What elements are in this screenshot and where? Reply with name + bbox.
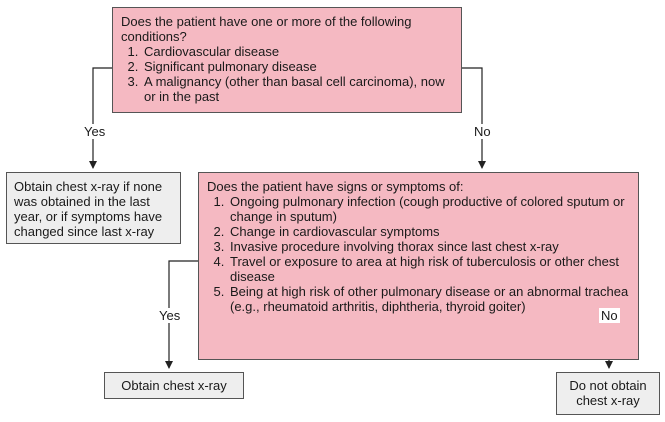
second-yes-label: Yes bbox=[157, 308, 183, 323]
list-item: Being at high risk of other pulmonary di… bbox=[228, 284, 630, 314]
second-yes-connector bbox=[165, 260, 198, 369]
second-question-prompt: Does the patient have signs or symptoms … bbox=[207, 179, 464, 194]
second-question-box: Does the patient have signs or symptoms … bbox=[198, 172, 639, 360]
top-yes-label: Yes bbox=[82, 124, 108, 139]
yes-outcome-text: Obtain chest x-ray bbox=[121, 378, 227, 393]
left-outcome-text: Obtain chest x-ray if none was obtained … bbox=[14, 179, 163, 239]
left-outcome-box: Obtain chest x-ray if none was obtained … bbox=[6, 172, 181, 244]
list-item: Change in cardiovascular symptoms bbox=[228, 224, 630, 239]
yes-outcome-box: Obtain chest x-ray bbox=[104, 372, 244, 399]
no-outcome-box: Do not obtain chest x-ray bbox=[556, 372, 660, 415]
list-item: Cardiovascular disease bbox=[142, 44, 453, 59]
second-no-label: No bbox=[599, 308, 620, 323]
top-no-connector bbox=[462, 67, 486, 169]
list-item: Travel or exposure to area at high risk … bbox=[228, 254, 630, 284]
list-item: A malignancy (other than basal cell carc… bbox=[142, 74, 453, 104]
top-yes-connector bbox=[89, 67, 112, 169]
list-item: Invasive procedure involving thorax sinc… bbox=[228, 239, 630, 254]
second-question-list: Ongoing pulmonary infection (cough produ… bbox=[207, 194, 630, 314]
no-outcome-text: Do not obtain chest x-ray bbox=[569, 378, 647, 408]
list-item: Significant pulmonary disease bbox=[142, 59, 453, 74]
top-question-list: Cardiovascular disease Significant pulmo… bbox=[121, 44, 453, 104]
top-no-label: No bbox=[472, 124, 493, 139]
list-item: Ongoing pulmonary infection (cough produ… bbox=[228, 194, 630, 224]
top-question-box: Does the patient have one or more of the… bbox=[112, 7, 462, 113]
top-question-prompt: Does the patient have one or more of the… bbox=[121, 14, 412, 44]
